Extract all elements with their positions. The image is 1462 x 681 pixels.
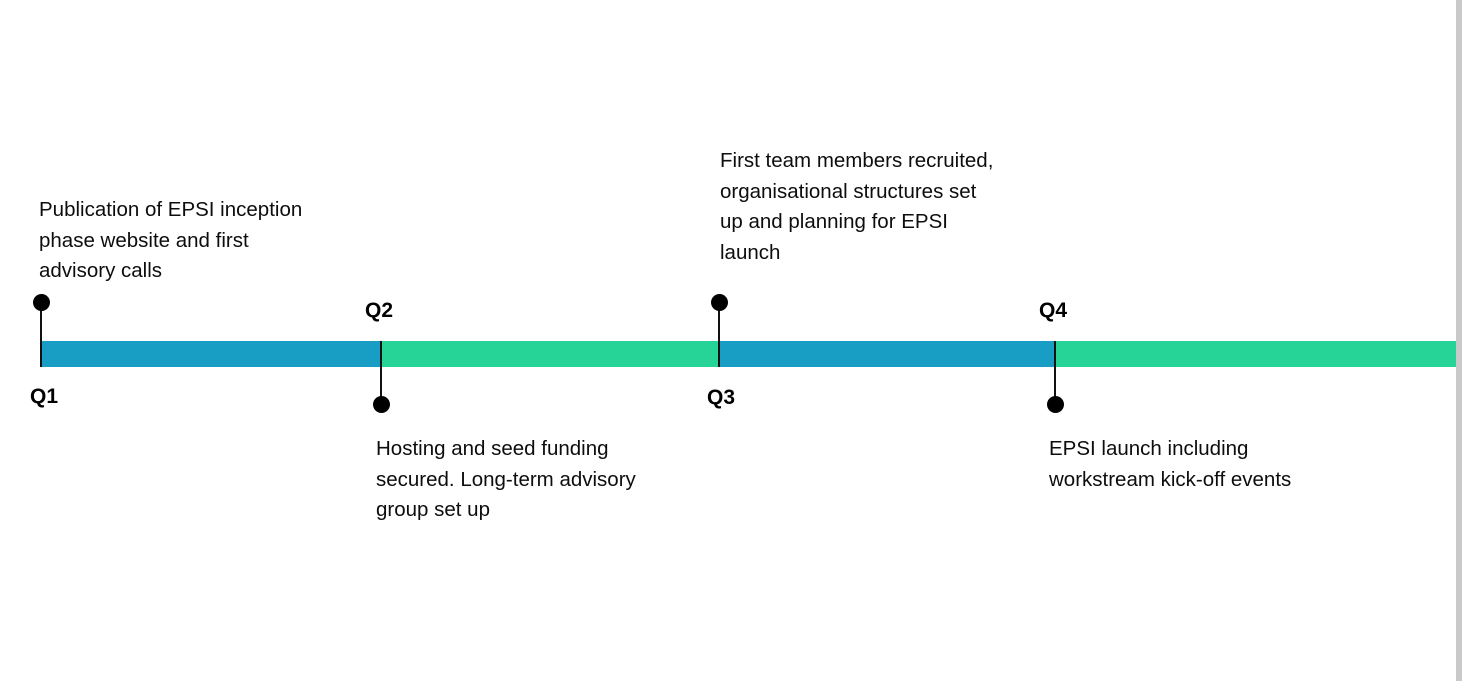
- timeline-bar: [41, 341, 1456, 367]
- milestone-text-q1: Publication of EPSI inception phase webs…: [39, 198, 303, 282]
- milestone-stem-q1: [39, 302, 43, 367]
- quarter-label-q4: Q4: [1039, 299, 1068, 322]
- milestone-text-q3: First team members recruited, organisati…: [720, 149, 994, 264]
- milestone-dot-q2: [372, 396, 390, 413]
- timeline-segment-q2: [381, 341, 719, 367]
- quarter-label-q3: Q3: [707, 386, 736, 409]
- milestone-dot-q3: [710, 294, 728, 311]
- milestone-dot-q1: [32, 294, 50, 311]
- milestone-text-q2: Hosting and seed funding secured. Long-t…: [376, 437, 636, 521]
- milestone-stem-q4: [1053, 341, 1057, 405]
- timeline-segment-q3: [719, 341, 1055, 367]
- timeline-segment-q1: [41, 341, 381, 367]
- milestone-stem-q2: [379, 341, 383, 405]
- milestone-text-q4: EPSI launch including workstream kick-of…: [1049, 437, 1292, 491]
- quarter-label-q1: Q1: [30, 385, 59, 408]
- milestone-dot-q4: [1046, 396, 1064, 413]
- timeline-segment-q4: [1055, 341, 1456, 367]
- quarter-label-q2: Q2: [365, 299, 394, 322]
- milestone-stem-q3: [717, 302, 721, 367]
